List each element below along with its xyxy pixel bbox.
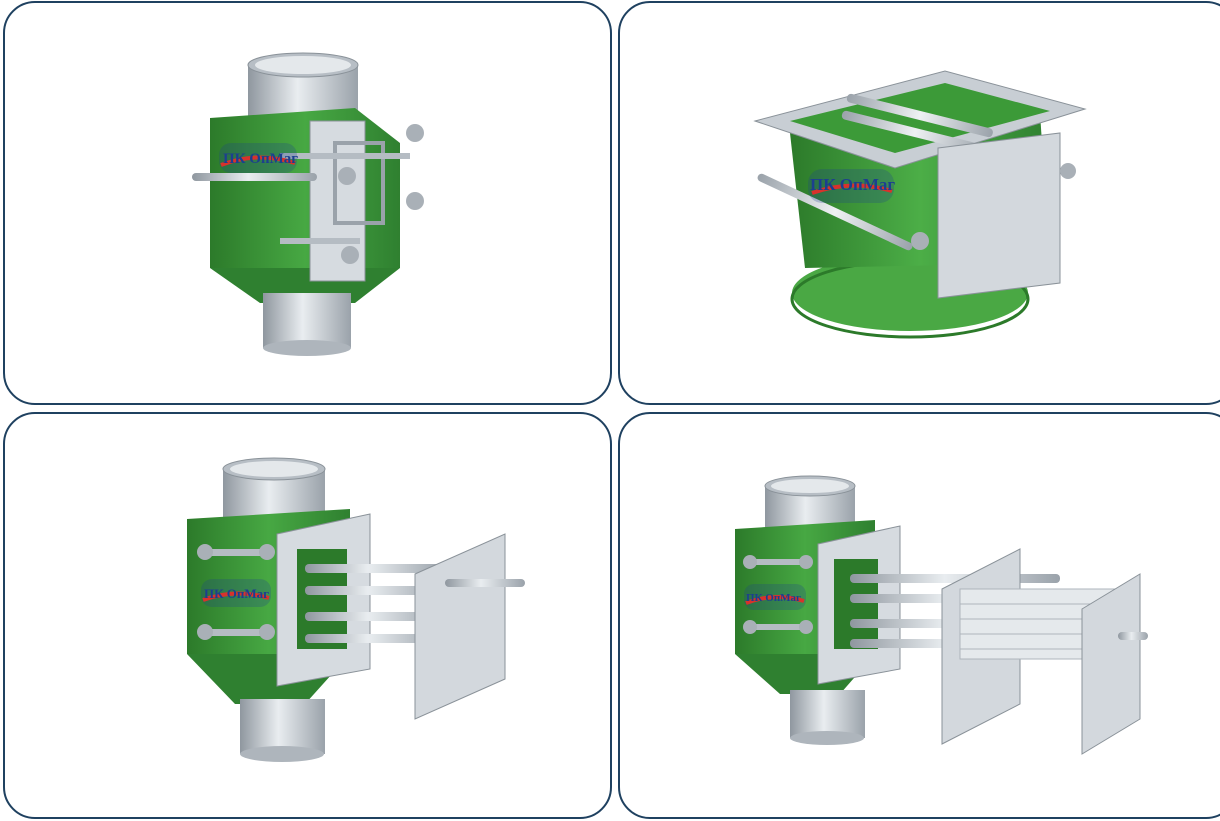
panel-drawer-fully-open: ПК ОпМаг — [618, 412, 1220, 819]
logo-text: ПК ОпМаг — [223, 151, 298, 167]
panel-closed-front: ПК ОпМаг — [3, 1, 612, 405]
panel-square-flange: ПК ОпМаг — [618, 1, 1220, 405]
panel-drawer-partly-open: ПК ОпМаг — [3, 412, 612, 819]
logo-text: ПК ОпМаг — [810, 175, 895, 194]
company-logo: ПК ОпМаг — [201, 579, 271, 607]
logo-text: ПК ОпМаг — [204, 586, 269, 601]
separator-closed-illustration: ПК ОпМаг — [192, 52, 424, 356]
company-logo: ПК ОпМаг — [808, 169, 895, 203]
separator-flange-illustration: ПК ОпМаг — [753, 70, 1087, 339]
logo-text: ПК ОпМаг — [746, 592, 801, 604]
separator-fully-open-illustration: ПК ОпМаг — [735, 475, 1148, 755]
separator-partly-open-illustration: ПК ОпМаг — [187, 457, 525, 762]
company-logo: ПК ОпМаг — [744, 584, 806, 610]
company-logo: ПК ОпМаг — [219, 143, 298, 173]
